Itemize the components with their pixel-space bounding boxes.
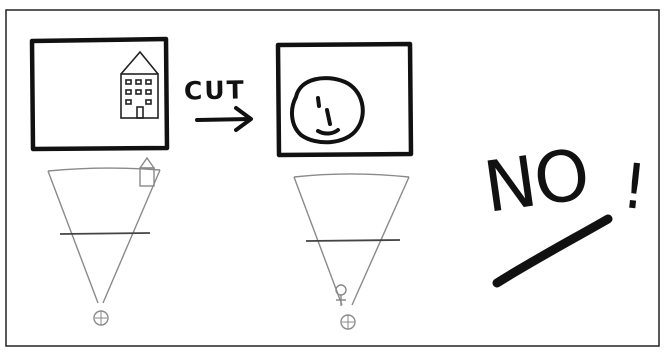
no-underline-stroke	[492, 214, 613, 288]
no-label: NO	[478, 133, 593, 229]
frame-1-border	[29, 36, 170, 152]
page-border	[5, 9, 660, 347]
face-icon	[290, 76, 365, 145]
view-cone-2	[293, 173, 410, 330]
view-cone-1	[47, 156, 161, 326]
frame-house	[29, 36, 170, 152]
house-icon	[120, 50, 159, 119]
arrow-right-icon	[195, 106, 253, 132]
frame-2-border	[275, 41, 414, 158]
cut-label: CUT	[183, 75, 246, 106]
frame-face	[275, 41, 414, 158]
